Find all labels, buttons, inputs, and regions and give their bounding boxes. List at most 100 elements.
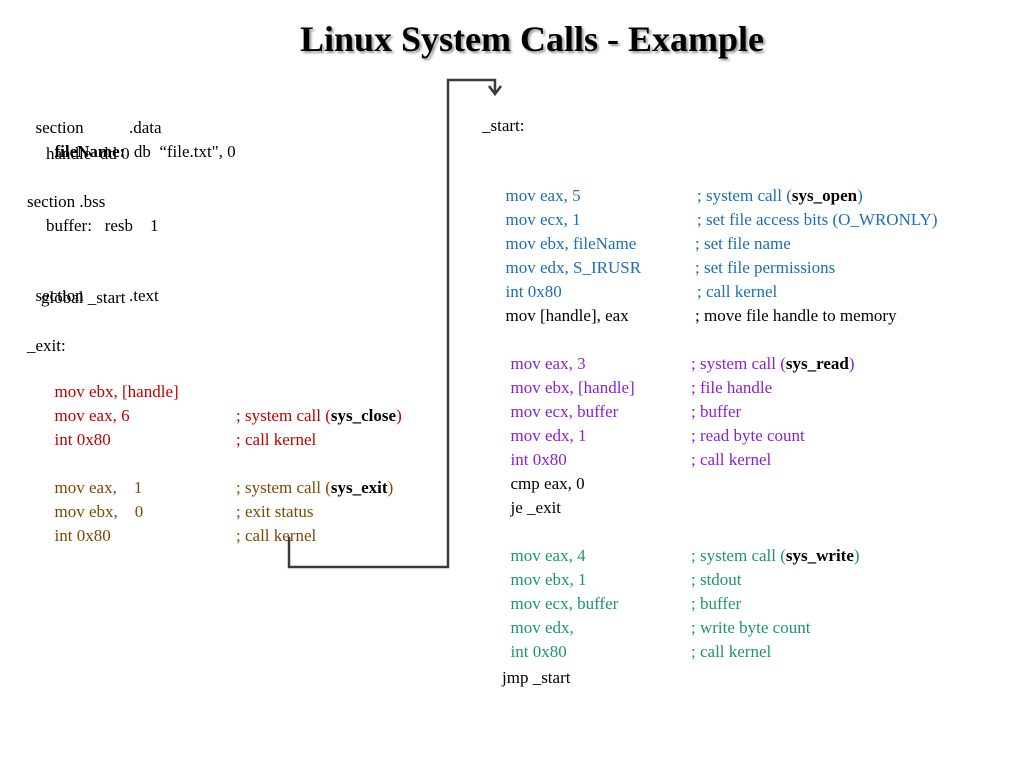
code-text: mov eax, 6 [54, 406, 130, 425]
code-comment: ; buffer [691, 402, 742, 421]
write-code-line: int 0x80 ; call kernel [502, 619, 772, 663]
jmp-start-line: jmp _start [502, 668, 571, 687]
exit-code-line: int 0x80 ; call kernel [46, 503, 317, 547]
open-code-line: mov [handle], eax ; move file handle to m… [497, 283, 897, 327]
comment-text: ; system call ( [691, 354, 786, 373]
syscall-name: sys_write [785, 546, 854, 565]
exit-code-line: mov ebx, [handle] [46, 359, 179, 403]
code-comment: ; call kernel [691, 450, 772, 469]
code-text: je _exit [510, 498, 562, 517]
comment-text: ; system call ( [236, 478, 331, 497]
write-code-line: mov eax, 4 ; system call (sys_write) [502, 523, 860, 567]
section-name: .text [129, 286, 159, 305]
code-comment: ; move file handle to memory [695, 306, 897, 325]
exit-code-line: mov eax, 6 ; system call (sys_close) [46, 383, 402, 427]
open-code-line: mov ecx, 1 ; set file access bits (O_WRON… [497, 187, 938, 231]
read-code-line: je _exit [502, 475, 562, 519]
bss-section-header: section .bss [27, 192, 106, 211]
write-code-line: mov edx, ; write byte count [502, 595, 811, 639]
code-text: mov ebx, 0 [54, 502, 144, 521]
text-section-header: section .text [27, 263, 159, 307]
exit-code-line: mov eax, 1 ; system call (sys_exit) [46, 455, 394, 499]
start-label: _start: [482, 116, 525, 135]
open-code-line: mov edx, S_IRUSR ; set file permissions [497, 235, 836, 279]
exit-code-line: int 0x80 ; call kernel [46, 407, 317, 451]
code-text: int 0x80 [510, 450, 567, 469]
write-code-line: mov ecx, buffer ; buffer [502, 571, 742, 615]
code-text: int 0x80 [510, 642, 567, 661]
data-section-header: section .data [27, 95, 162, 139]
read-code-line: mov ecx, buffer ; buffer [502, 379, 742, 423]
code-text: mov eax, 3 [510, 354, 586, 373]
code-text: int 0x80 [54, 430, 111, 449]
code-comment: ; set file name [695, 234, 791, 253]
open-code-line: mov eax, 5 ; system call (sys_open) [497, 163, 863, 207]
code-comment: ; call kernel [691, 642, 772, 661]
code-text: mov eax, 1 [54, 478, 143, 497]
code-text: int 0x80 [505, 282, 562, 301]
filename-value: db “file.txt", 0 [133, 142, 236, 161]
code-text: int 0x80 [54, 526, 111, 545]
syscall-name: sys_open [791, 186, 858, 205]
read-code-line: mov ebx, [handle] ; file handle [502, 355, 773, 399]
code-text: mov edx, 1 [510, 426, 587, 445]
code-comment: ; set file permissions [695, 258, 836, 277]
slide-title: Linux System Calls - Example [299, 19, 765, 59]
code-comment: ; call kernel [697, 282, 778, 301]
syscall-name: sys_exit [330, 478, 388, 497]
code-comment: ; call kernel [236, 526, 317, 545]
comment-text: ) [848, 354, 855, 373]
comment-text: ) [387, 478, 394, 497]
code-text: cmp eax, 0 [510, 474, 585, 493]
section-name: .data [129, 118, 162, 137]
code-text: mov ebx, [handle] [54, 382, 179, 401]
comment-text: ; system call ( [691, 546, 786, 565]
handle-declaration: handle dd 0 [46, 144, 130, 163]
syscall-name: sys_close [330, 406, 397, 425]
code-text: mov [handle], eax [505, 306, 629, 325]
filename-label: fileName: [54, 142, 126, 161]
comment-text: ; system call ( [697, 186, 792, 205]
buffer-declaration: buffer: resb 1 [46, 216, 159, 235]
code-comment: ; call kernel [236, 430, 317, 449]
global-directive: global _start [41, 288, 126, 307]
code-comment: ; system call (sys_read) [691, 353, 855, 375]
comment-text: ) [396, 406, 402, 425]
filename-declaration: fileName: db “file.txt", 0 [46, 119, 236, 163]
code-text: mov ebx, fileName [505, 234, 637, 253]
code-comment: ; system call (sys_write) [691, 545, 860, 567]
code-text: mov eax, 5 [505, 186, 581, 205]
code-text: mov eax, 4 [510, 546, 586, 565]
code-text: mov ecx, buffer [510, 402, 619, 421]
read-code-line: mov edx, 1 ; read byte count [502, 403, 805, 447]
code-comment: ; system call (sys_open) [697, 185, 863, 207]
exit-label: _exit: [27, 336, 66, 355]
code-comment: ; stdout [691, 570, 742, 589]
code-comment: ; write byte count [691, 618, 811, 637]
write-code-line: mov ebx, 1 ; stdout [502, 547, 742, 591]
directive-keyword: section [35, 118, 84, 137]
directive-keyword: section [35, 286, 84, 305]
code-text: mov ecx, buffer [510, 594, 619, 613]
syscall-name: sys_read [785, 354, 849, 373]
code-text: mov ebx, [handle] [510, 378, 635, 397]
open-code-line: int 0x80 ; call kernel [497, 259, 778, 303]
code-comment: ; system call (sys_exit) [236, 477, 393, 499]
code-comment: ; buffer [691, 594, 742, 613]
read-code-line: mov eax, 3 ; system call (sys_read) [502, 331, 855, 375]
comment-text: ) [853, 546, 860, 565]
code-text: mov edx, S_IRUSR [505, 258, 642, 277]
code-comment: ; exit status [236, 502, 314, 521]
exit-code-line: mov ebx, 0 ; exit status [46, 479, 314, 523]
code-comment: ; file handle [691, 378, 773, 397]
arrow-head-icon [488, 85, 502, 97]
read-code-line: int 0x80 ; call kernel [502, 427, 772, 471]
read-code-line: cmp eax, 0 [502, 451, 585, 495]
code-comment: ; read byte count [691, 426, 805, 445]
comment-text: ) [857, 186, 863, 205]
code-text: mov ebx, 1 [510, 570, 587, 589]
comment-text: ; system call ( [236, 406, 331, 425]
code-text: mov ecx, 1 [505, 210, 581, 229]
code-text: mov edx, [510, 618, 574, 637]
code-comment: ; set file access bits (O_WRONLY) [697, 210, 938, 229]
